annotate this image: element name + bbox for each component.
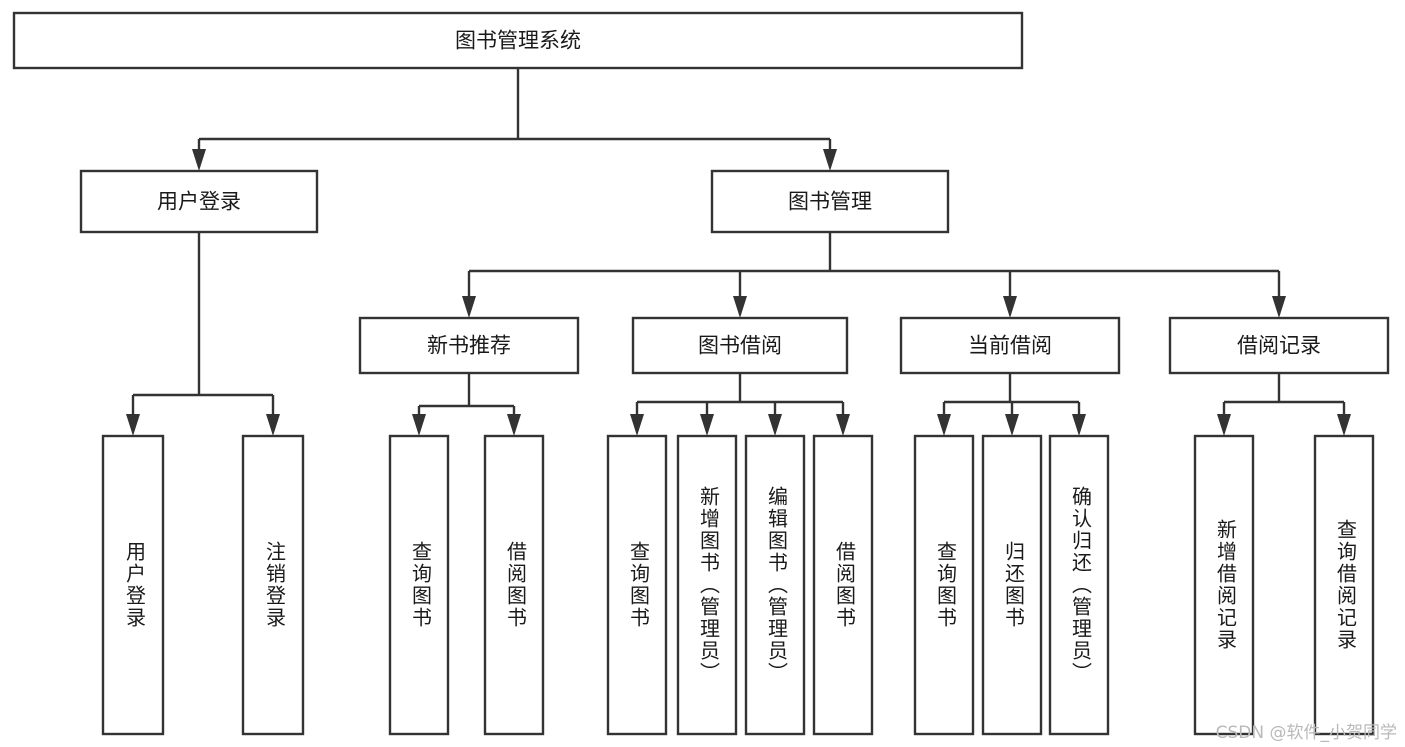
arrow-head-icon <box>733 296 747 318</box>
node-box <box>899 316 1121 375</box>
arrow-head-icon <box>768 414 782 436</box>
node-box <box>710 169 950 234</box>
node-label: 确认归还（管理员） <box>1069 486 1093 684</box>
node-current[interactable]: 当前借阅 <box>899 316 1121 375</box>
node-bookmgmt[interactable]: 图书管理 <box>710 169 950 234</box>
node-label: 归还图书 <box>1002 541 1026 629</box>
node-label: 编辑图书（管理员） <box>765 486 789 684</box>
node-leaf_bo_borrow[interactable]: 借阅图书 <box>812 434 874 736</box>
node-leaf_cu_return[interactable]: 归还图书 <box>981 434 1043 736</box>
node-box <box>358 316 580 375</box>
arrow-head-icon <box>412 414 426 436</box>
node-box <box>606 434 668 736</box>
arrow-head-icon <box>507 414 521 436</box>
node-box <box>981 434 1043 736</box>
arrow-head-icon <box>823 149 837 171</box>
arrow-head-icon <box>836 414 850 436</box>
arrow-head-icon <box>126 414 140 436</box>
node-leaf_nb_query[interactable]: 查询图书 <box>388 434 450 736</box>
arrow-head-icon <box>192 149 206 171</box>
arrow-head-icon <box>630 414 644 436</box>
node-box <box>812 434 874 736</box>
node-box <box>79 169 319 234</box>
node-box <box>388 434 450 736</box>
node-login[interactable]: 用户登录 <box>79 169 319 234</box>
arrow-head-icon <box>1072 414 1086 436</box>
node-label: 新增借阅记录 <box>1214 519 1238 651</box>
node-box <box>483 434 545 736</box>
node-borrow[interactable]: 图书借阅 <box>631 316 849 375</box>
node-leaf_bo_edit[interactable]: 编辑图书（管理员） <box>744 434 806 736</box>
arrow-head-icon <box>266 414 280 436</box>
node-leaf_nb_borrow[interactable]: 借阅图书 <box>483 434 545 736</box>
node-label: 借阅图书 <box>833 541 857 629</box>
node-label: 借阅记录 <box>1237 334 1321 358</box>
node-box <box>1048 434 1110 736</box>
node-box <box>1168 316 1390 375</box>
node-leaf_bo_add[interactable]: 新增图书（管理员） <box>676 434 738 736</box>
node-label: 新书推荐 <box>427 334 511 358</box>
arrow-head-icon <box>1003 296 1017 318</box>
node-box <box>1193 434 1255 736</box>
node-leaf_bo_query[interactable]: 查询图书 <box>606 434 668 736</box>
arrow-head-icon <box>1005 414 1019 436</box>
arrow-head-icon <box>1217 414 1231 436</box>
node-label: 新增图书（管理员） <box>697 486 721 684</box>
nodes-layer: 图书管理系统用户登录图书管理新书推荐图书借阅当前借阅借阅记录用户登录注销登录查询… <box>12 11 1390 736</box>
watermark-label: CSDN @软件_小贺同学 <box>1215 723 1397 743</box>
node-label: 查询借阅记录 <box>1334 519 1358 651</box>
node-label: 当前借阅 <box>968 334 1052 358</box>
node-leaf_cu_query[interactable]: 查询图书 <box>913 434 975 736</box>
node-label: 查询图书 <box>627 541 651 629</box>
arrow-head-icon <box>937 414 951 436</box>
node-label: 图书管理 <box>788 190 872 214</box>
arrow-head-icon <box>1337 414 1351 436</box>
node-label: 用户登录 <box>123 541 147 629</box>
node-record[interactable]: 借阅记录 <box>1168 316 1390 375</box>
arrow-head-icon <box>700 414 714 436</box>
node-label: 借阅图书 <box>504 541 528 629</box>
node-box <box>744 434 806 736</box>
arrow-head-icon <box>462 296 476 318</box>
node-newbook[interactable]: 新书推荐 <box>358 316 580 375</box>
node-label: 用户登录 <box>157 190 241 214</box>
node-box <box>631 316 849 375</box>
node-box <box>12 11 1024 70</box>
node-box <box>241 434 305 736</box>
node-leaf_userlogin[interactable]: 用户登录 <box>101 434 165 736</box>
node-label: 查询图书 <box>409 541 433 629</box>
node-box <box>1313 434 1375 736</box>
node-leaf_re_add[interactable]: 新增借阅记录 <box>1193 434 1255 736</box>
node-label: 图书管理系统 <box>455 29 581 53</box>
edges-layer <box>126 68 1351 436</box>
node-box <box>101 434 165 736</box>
node-label: 图书借阅 <box>698 334 782 358</box>
node-box <box>676 434 738 736</box>
node-label: 注销登录 <box>263 541 287 629</box>
node-root[interactable]: 图书管理系统 <box>12 11 1024 70</box>
arrow-head-icon <box>1272 296 1286 318</box>
node-box <box>913 434 975 736</box>
node-label: 查询图书 <box>934 541 958 629</box>
node-leaf_re_query[interactable]: 查询借阅记录 <box>1313 434 1375 736</box>
node-leaf_logout[interactable]: 注销登录 <box>241 434 305 736</box>
node-leaf_cu_confirm[interactable]: 确认归还（管理员） <box>1048 434 1110 736</box>
